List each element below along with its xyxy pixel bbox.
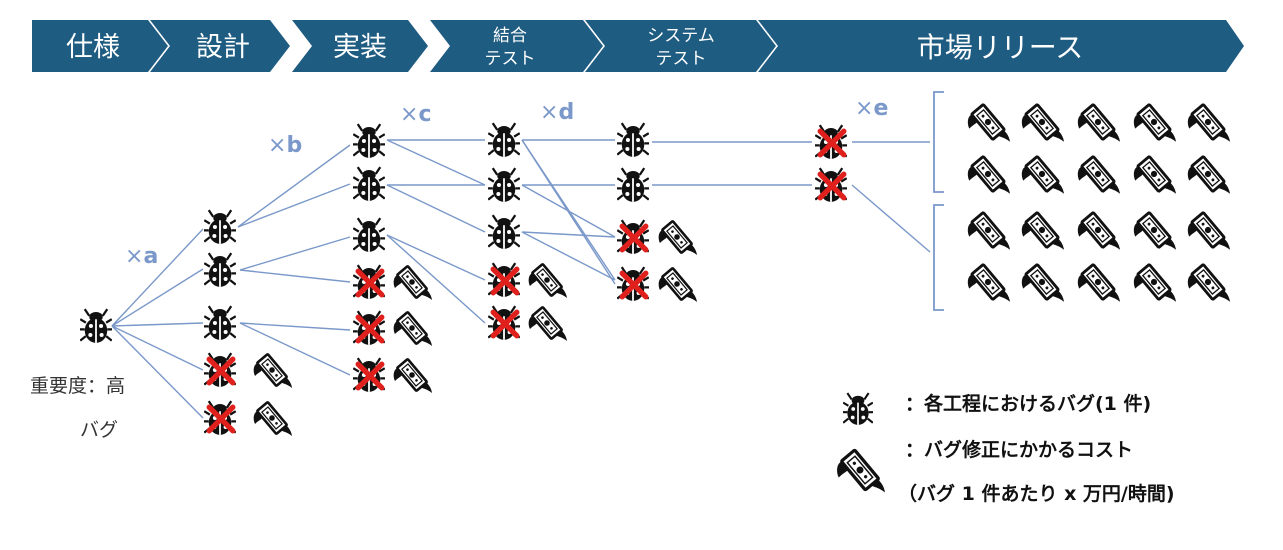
flying-money-icon: [1076, 154, 1122, 196]
flying-money-icon: [1132, 154, 1178, 196]
stage-label-spec: 仕様: [66, 32, 120, 63]
stage-chevron-spec: [32, 20, 168, 72]
origin-label-line2: バグ: [80, 419, 118, 441]
propagation-lines: [111, 139, 931, 419]
stage-label-integration-1: 結合: [493, 26, 527, 46]
multiplier-d: ×d: [540, 100, 574, 125]
multiplier-e: ×e: [855, 96, 888, 121]
ladybug-icon: [353, 123, 385, 159]
flying-money-icon: [966, 154, 1012, 196]
stage-label-system-1: システム: [647, 26, 715, 46]
stage-label-integration-2: テスト: [485, 49, 536, 69]
flying-money-icon: [1076, 210, 1122, 252]
flying-money-icon: [527, 305, 569, 343]
flying-money-icon: [1186, 102, 1232, 144]
fix-marks: [209, 131, 844, 431]
stage-chevron-design: [150, 20, 290, 72]
flying-money-icon: [252, 400, 294, 438]
legend-cost-text-2: （バグ 1 件あたり x 万円/時間): [898, 482, 1175, 505]
flying-money-icon: [1020, 210, 1066, 252]
ladybug-icon: [488, 122, 520, 158]
flying-money-icon: [966, 210, 1012, 252]
stage-chevron-release: [758, 20, 1244, 72]
stage-chevron-integration: [430, 20, 603, 72]
cost-brackets: [933, 91, 944, 311]
flying-money-icon: [1020, 154, 1066, 196]
flying-money-icon: [252, 352, 294, 390]
flying-money-icon: [657, 219, 699, 257]
origin-label-line1: 重要度：高: [30, 375, 125, 397]
stage-label-release: 市場リリース: [917, 31, 1084, 64]
multiplier-a: ×a: [125, 244, 158, 269]
flying-money-icon: [1132, 102, 1178, 144]
stage-label-impl: 実装: [333, 32, 387, 63]
flying-money-icon: [966, 262, 1012, 304]
flying-money-icon: [527, 262, 569, 300]
stage-label-system-2: テスト: [656, 49, 707, 69]
legend-cost-text-1: ：バグ修正にかかるコスト: [905, 438, 1133, 461]
flying-money-icon: [392, 310, 434, 348]
flying-money-icon: [966, 102, 1012, 144]
flying-money-icon: [657, 266, 699, 304]
legend-bug-text: ：各工程におけるバグ(1 件): [905, 392, 1151, 415]
ladybug-icon: [204, 209, 236, 245]
process-chevron-bar: 仕様 設計 実装 結合 テスト システム テスト 市場リリース: [32, 20, 1244, 72]
ladybug-icon: [488, 214, 520, 250]
flying-money-icon: [1076, 102, 1122, 144]
ladybug-icon: [353, 217, 385, 253]
stage-label-design: 設計: [196, 32, 250, 63]
legend: ：各工程におけるバグ(1 件) ：バグ修正にかかるコスト （バグ 1 件あたり …: [835, 392, 1175, 505]
bug-icons: [80, 122, 847, 436]
ladybug-icon: [204, 305, 236, 341]
flying-money-icon: [1186, 154, 1232, 196]
multiplier-c: ×c: [400, 102, 431, 127]
ladybug-icon: [80, 308, 112, 344]
flying-money-icon: [1186, 262, 1232, 304]
ladybug-icon: [204, 252, 236, 288]
flying-money-icon: [1076, 262, 1122, 304]
flying-money-icon: [1132, 210, 1178, 252]
ladybug-icon: [617, 167, 649, 203]
ladybug-icon: [843, 392, 873, 426]
flying-money-icon: [835, 448, 887, 495]
stage-chevron-impl: [292, 20, 428, 72]
release-cost-grid: [966, 102, 1232, 304]
flying-money-icon: [1186, 210, 1232, 252]
flying-money-icon: [1020, 262, 1066, 304]
multiplier-labels: ×a ×b ×c ×d ×e: [125, 96, 888, 269]
ladybug-icon: [617, 122, 649, 158]
ladybug-icon: [353, 166, 385, 202]
stage-chevron-system: [585, 20, 776, 72]
flying-money-icon: [1132, 262, 1178, 304]
flying-money-icon: [1020, 102, 1066, 144]
multiplier-b: ×b: [268, 133, 302, 158]
ladybug-icon: [488, 167, 520, 203]
flying-money-icon: [392, 357, 434, 395]
